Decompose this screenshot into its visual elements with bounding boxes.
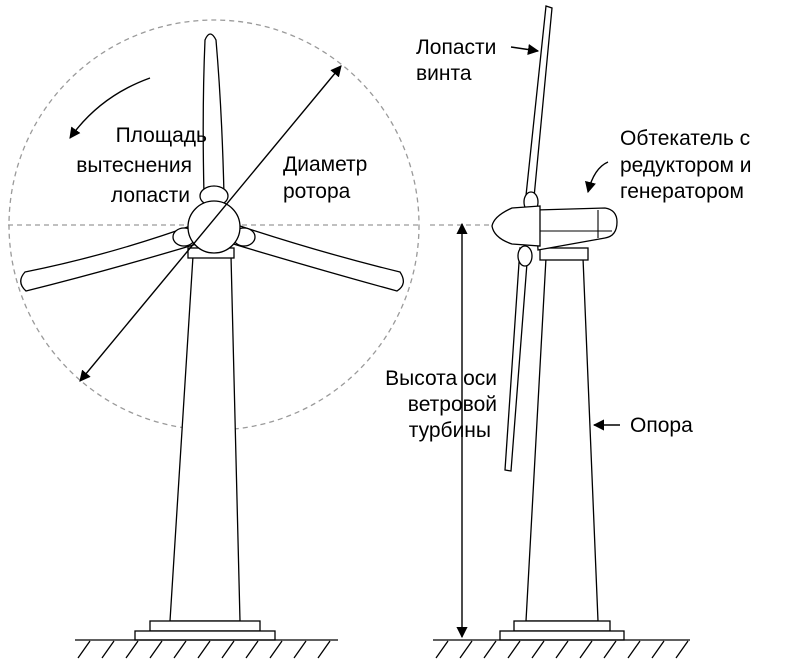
label-blades: Лопасти винта [416,36,496,85]
label-swept-area-line-1: Площадь [116,124,207,147]
side-blade-lower [504,247,529,472]
label-blades-line-2: винта [416,62,472,85]
front-hub [187,200,241,254]
label-rotor-diameter-line-2: ротора [283,180,351,203]
label-nacelle: Обтекатель с редуктором и генератором [620,127,752,203]
front-foundation-base [134,630,276,641]
front-tower [169,255,241,622]
side-nacelle [535,207,618,251]
label-tower-line-1: Опора [630,414,693,437]
label-hub-height-line-1: Высота оси [385,367,497,390]
front-blade-top [202,33,225,196]
side-tower [525,257,599,622]
label-blades-line-1: Лопасти [416,36,496,59]
swept-area-arrow [69,77,151,139]
side-spinner [491,205,541,247]
label-rotor-diameter: Диаметр ротора [283,153,367,203]
rotor-diameter-arrow [79,65,342,382]
side-foundation-base [499,630,625,641]
side-blade-upper [524,5,553,209]
side-tower-top [539,247,589,261]
side-foundation-top [513,620,611,632]
nacelle-pointer-arrow [585,161,609,194]
front-view-turbine [8,19,420,659]
label-nacelle-line-2: редуктором и [620,154,752,177]
label-hub-height-line-3: турбины [409,419,491,442]
label-swept-area: Площадь вытеснения лопасти [76,124,207,207]
front-blade-right [229,223,404,292]
label-hub-height: Высота оси ветровой турбины [385,367,497,442]
label-hub-height-line-2: ветровой [408,393,497,416]
ground-left [75,639,338,659]
front-foundation-top [149,620,261,632]
label-swept-area-line-3: лопасти [111,184,190,207]
label-nacelle-line-3: генератором [620,180,744,203]
blades-pointer-arrow [510,43,540,56]
label-nacelle-line-1: Обтекатель с [620,127,750,150]
ground-right [433,639,690,659]
side-view-turbine [430,5,690,659]
side-blade-root-lower [517,245,533,267]
label-rotor-diameter-line-1: Диаметр [283,153,367,176]
label-swept-area-line-2: вытеснения [76,154,192,177]
label-tower: Опора [630,414,693,437]
